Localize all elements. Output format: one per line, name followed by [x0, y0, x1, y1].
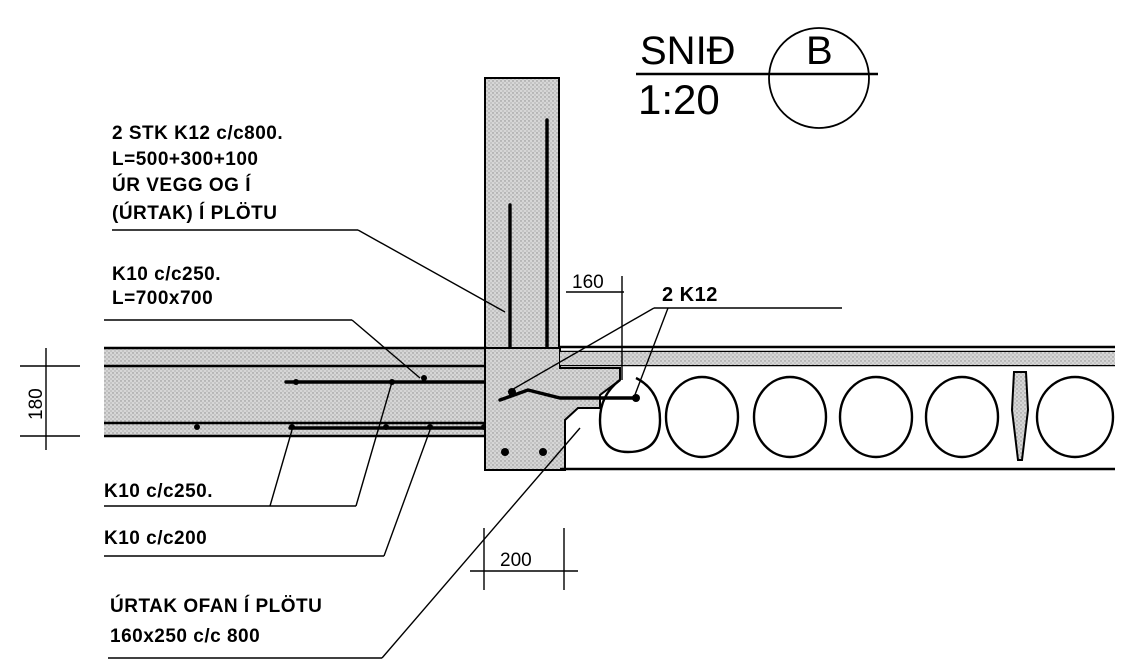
- section-marker-circle: [768, 27, 870, 129]
- note-anchor-bars: 2 STK K12 c/c800. L=500+300+100 ÚR VEGG …: [112, 123, 506, 313]
- note-bottom-bars-2: K10 c/c200: [104, 429, 431, 557]
- svg-text:ÚR VEGG OG Í: ÚR VEGG OG Í: [112, 174, 251, 196]
- svg-text:(ÚRTAK) Í PLÖTU: (ÚRTAK) Í PLÖTU: [112, 202, 277, 224]
- section-title-block: SNIÐ 1:20 B: [636, 27, 878, 129]
- section-title: SNIÐ: [640, 29, 736, 73]
- svg-text:160x250 c/c 800: 160x250 c/c 800: [110, 626, 260, 647]
- svg-text:K10 c/c250.: K10 c/c250.: [112, 264, 221, 285]
- svg-text:K10 c/c250.: K10 c/c250.: [104, 481, 213, 502]
- note-bottom-bars-1: K10 c/c250.: [104, 381, 393, 507]
- joint-grout: [1010, 371, 1030, 461]
- dim-180: 180: [26, 388, 47, 420]
- dim-support-width: 200: [470, 528, 578, 590]
- concrete-wall: [484, 77, 560, 402]
- section-letter: B: [806, 29, 833, 73]
- note-recess: ÚRTAK OFAN Í PLÖTU 160x250 c/c 800: [108, 427, 581, 659]
- svg-text:2 STK K12 c/c800.: 2 STK K12 c/c800.: [112, 123, 283, 144]
- dim-160: 160: [572, 272, 604, 293]
- svg-text:K10 c/c200: K10 c/c200: [104, 528, 207, 549]
- svg-text:L=500+300+100: L=500+300+100: [112, 149, 259, 170]
- dim-200: 200: [500, 550, 532, 571]
- section-scale: 1:20: [638, 76, 720, 123]
- note-corner-bars: K10 c/c250. L=700x700: [104, 264, 421, 379]
- hollow-core-slab: [560, 345, 1115, 471]
- dim-wall-gap: 160: [566, 272, 624, 380]
- svg-text:2 K12: 2 K12: [662, 284, 718, 306]
- note-top-k12: 2 K12: [507, 284, 842, 401]
- wall-foot: [484, 347, 640, 471]
- ground-slab: [104, 346, 522, 438]
- svg-text:ÚRTAK OFAN Í PLÖTU: ÚRTAK OFAN Í PLÖTU: [110, 595, 322, 617]
- dim-slab-thickness: 180: [20, 348, 80, 450]
- svg-text:L=700x700: L=700x700: [112, 288, 213, 309]
